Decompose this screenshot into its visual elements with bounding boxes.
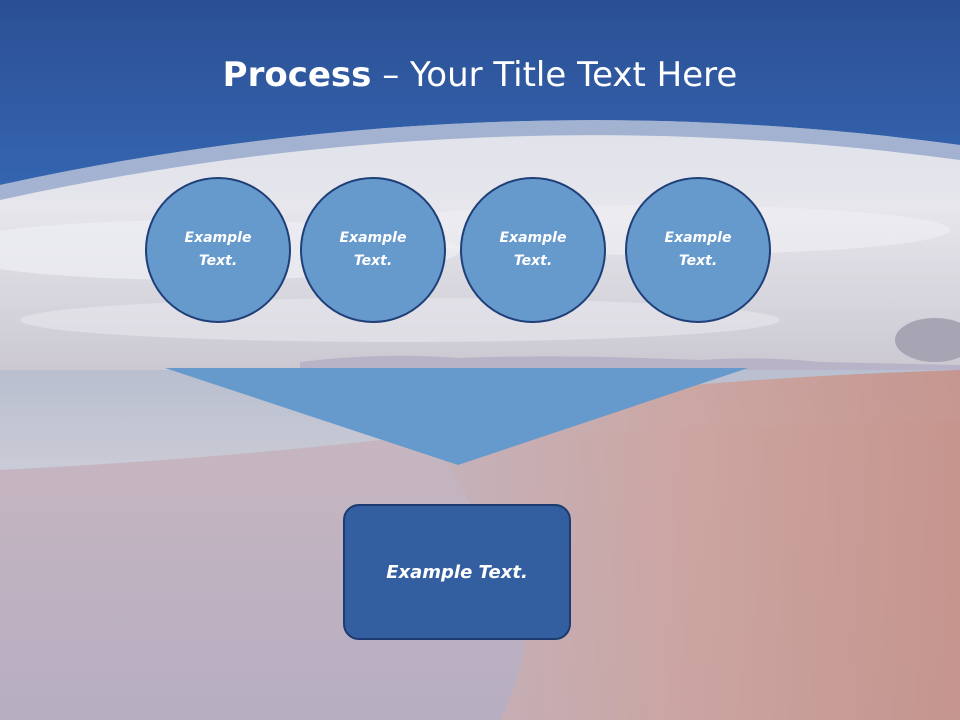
title-strong: Process [222, 55, 372, 95]
result-box: Example Text. [343, 504, 571, 640]
process-step-3: Example Text. [460, 177, 606, 323]
title-dash: – [371, 55, 411, 95]
process-step-label: Example Text. [184, 230, 252, 269]
result-label: Example Text. [386, 561, 528, 583]
process-step-label: Example Text. [664, 230, 732, 269]
title-rest: Your Title Text Here [410, 55, 738, 95]
process-step-label: Example Text. [339, 230, 407, 269]
process-step-1: Example Text. [145, 177, 291, 323]
process-step-4: Example Text. [625, 177, 771, 323]
process-step-2: Example Text. [300, 177, 446, 323]
process-step-label: Example Text. [499, 230, 567, 269]
slide-title: Process – Your Title Text Here [0, 52, 960, 98]
